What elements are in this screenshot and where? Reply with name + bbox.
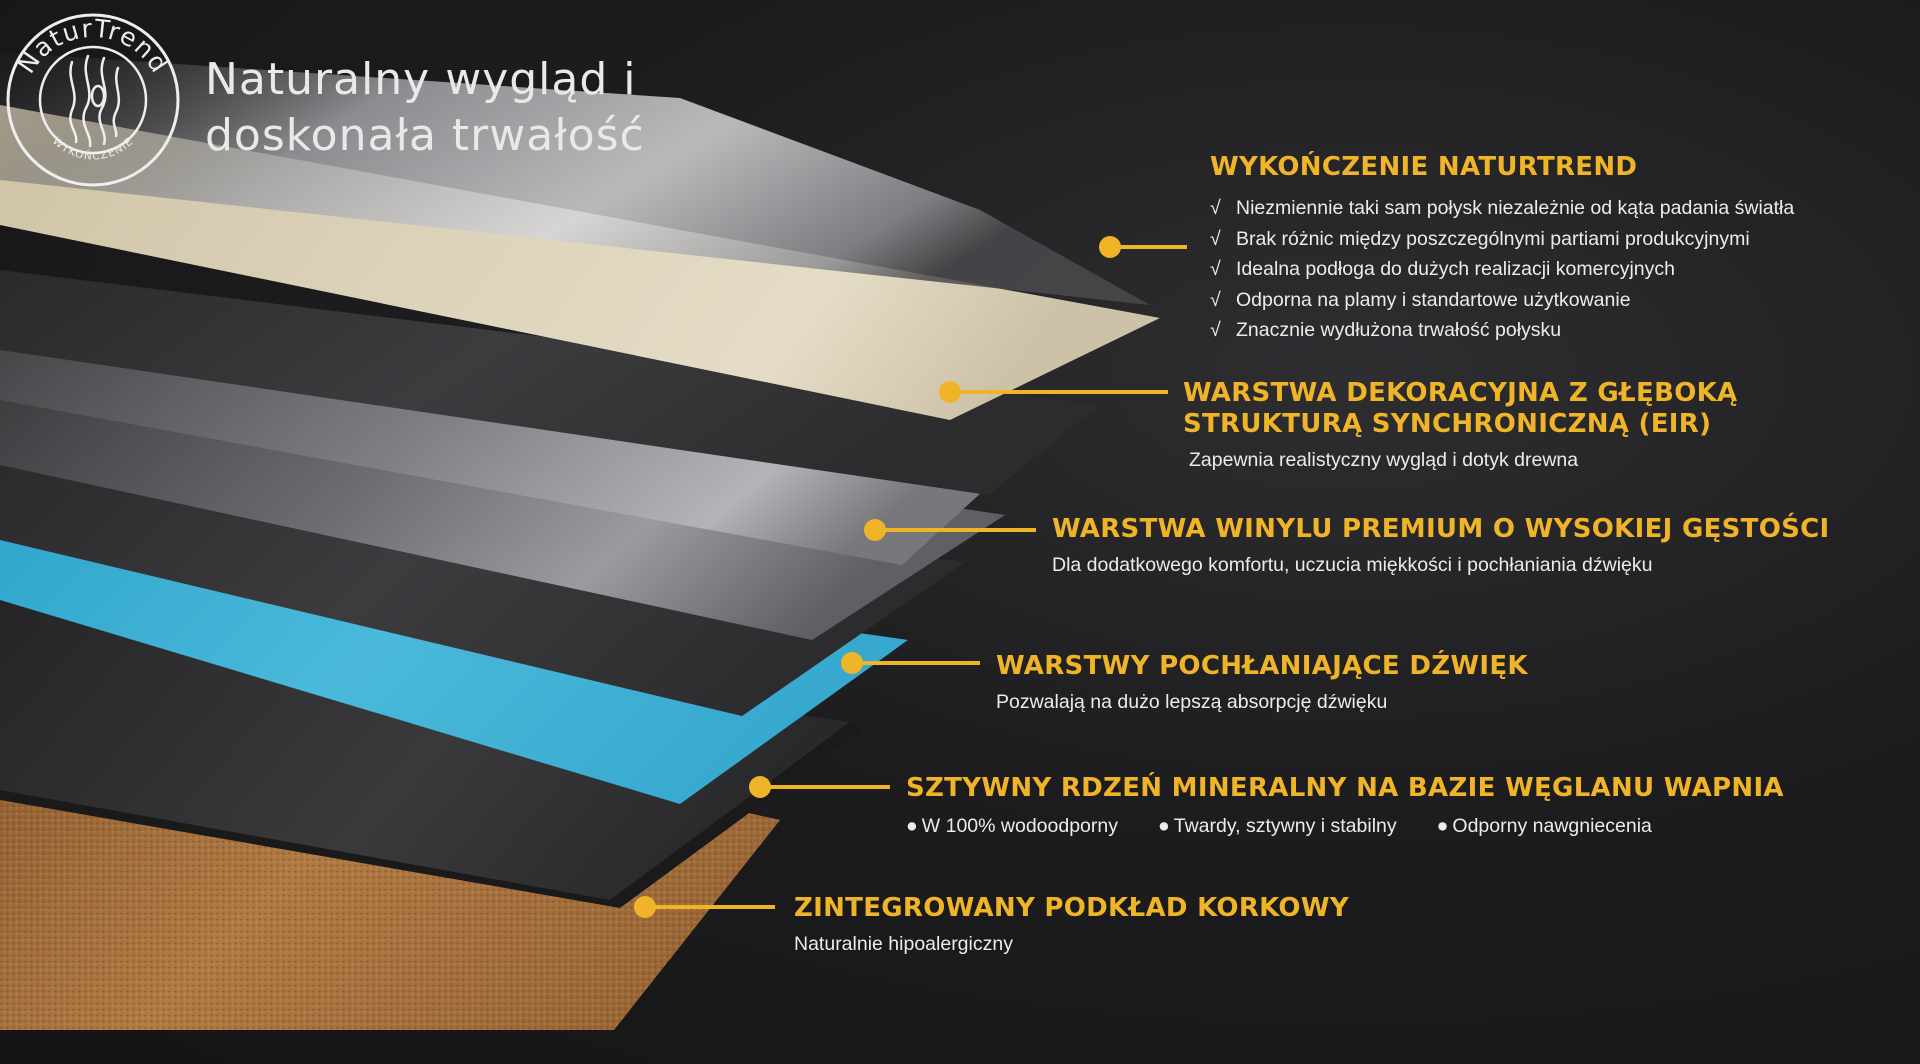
checklist-item: √Brak różnic między poszczególnymi parti…	[1210, 224, 1794, 255]
bullet-icon: ●	[1157, 815, 1170, 837]
checklist-item: √Niezmiennie taki sam połysk niezależnie…	[1210, 193, 1794, 224]
feature-item: ●Twardy, sztywny i stabilny	[1157, 815, 1397, 837]
headline: Naturalny wygląd i doskonała trwałość	[205, 52, 645, 164]
naturtrend-coating-layer	[0, 52, 1150, 305]
checkmark-icon: √	[1210, 288, 1221, 311]
bullet-icon: ●	[1436, 815, 1449, 837]
checkmark-icon: √	[1210, 227, 1221, 250]
callout-title: WARSTWA WINYLU PREMIUM O WYSOKIEJ GĘSTOŚ…	[1052, 514, 1830, 544]
checklist-item: √Idealna podłoga do dużych realizacji ko…	[1210, 254, 1794, 285]
mineral-core-layer	[0, 600, 850, 900]
callout-cork-underlay: ZINTEGROWANY PODKŁAD KORKOWY Naturalnie …	[794, 893, 1349, 956]
logo-inner-ring	[38, 45, 148, 155]
checklist-item: √Odporna na plamy i standartowe użytkowa…	[1210, 285, 1794, 316]
connectors	[634, 236, 1187, 918]
callout-decorative-layer: WARSTWA DEKORACYJNA Z GŁĘBOKĄ STRUKTURĄ …	[1183, 378, 1737, 472]
checklist-item: √Znacznie wydłużona trwałość połysku	[1210, 315, 1794, 346]
callout-title: WARSTWY POCHŁANIAJĄCE DŹWIĘK	[996, 651, 1528, 681]
finish-checklist: √Niezmiennie taki sam połysk niezależnie…	[1210, 193, 1794, 346]
checkmark-icon: √	[1210, 197, 1221, 219]
callout-description: Naturalnie hipoalergiczny	[794, 933, 1013, 955]
callout-description: Zapewnia realistyczny wygląd i dotyk dre…	[1189, 449, 1579, 471]
bullet-icon: ●	[906, 815, 918, 837]
callout-description: Pozwalają na dużo lepszą absorpcję dźwię…	[996, 691, 1388, 713]
callout-premium-vinyl: WARSTWA WINYLU PREMIUM O WYSOKIEJ GĘSTOŚ…	[1052, 514, 1830, 577]
callout-title: ZINTEGROWANY PODKŁAD KORKOWY	[794, 893, 1349, 923]
callout-naturtrend-finish: WYKOŃCZENIE NATURTREND √Niezmiennie taki…	[1210, 152, 1794, 346]
callout-title: WARSTWA DEKORACYJNA Z GŁĘBOKĄ STRUKTURĄ …	[1183, 378, 1738, 439]
checkmark-icon: √	[1210, 319, 1221, 341]
connector-dot-4	[841, 652, 863, 674]
callout-description: Dla dodatkowego komfortu, uczucia miękko…	[1052, 554, 1653, 576]
checkmark-icon: √	[1210, 258, 1221, 280]
headline-line-2: doskonała trwałość	[205, 110, 645, 161]
connector-dot-1	[1099, 236, 1121, 258]
layer-stack	[0, 52, 1160, 1030]
connector-dot-2	[939, 381, 961, 403]
connector-dot-5	[749, 776, 771, 798]
wood-grain-icon	[69, 54, 121, 148]
core-features: ●W 100% wodoodporny ●Twardy, sztywny i s…	[906, 814, 1784, 838]
callout-title: SZTYWNY RDZEŃ MINERALNY NA BAZIE WĘGLANU…	[906, 773, 1784, 803]
connector-dot-3	[864, 519, 886, 541]
callout-title: WYKOŃCZENIE NATURTREND	[1210, 152, 1638, 182]
dark-separator-layer	[0, 270, 1100, 495]
logo-outer-ring	[6, 13, 180, 187]
callout-mineral-core: SZTYWNY RDZEŃ MINERALNY NA BAZIE WĘGLANU…	[906, 773, 1784, 838]
callout-acoustic-layers: WARSTWY POCHŁANIAJĄCE DŹWIĘK Pozwalają n…	[996, 651, 1528, 714]
connector-dot-6	[634, 896, 656, 918]
headline-line-1: Naturalny wygląd i	[205, 54, 637, 105]
feature-item: ●Odporny nawgniecenia	[1436, 815, 1652, 837]
feature-item: ●W 100% wodoodporny	[906, 815, 1118, 837]
